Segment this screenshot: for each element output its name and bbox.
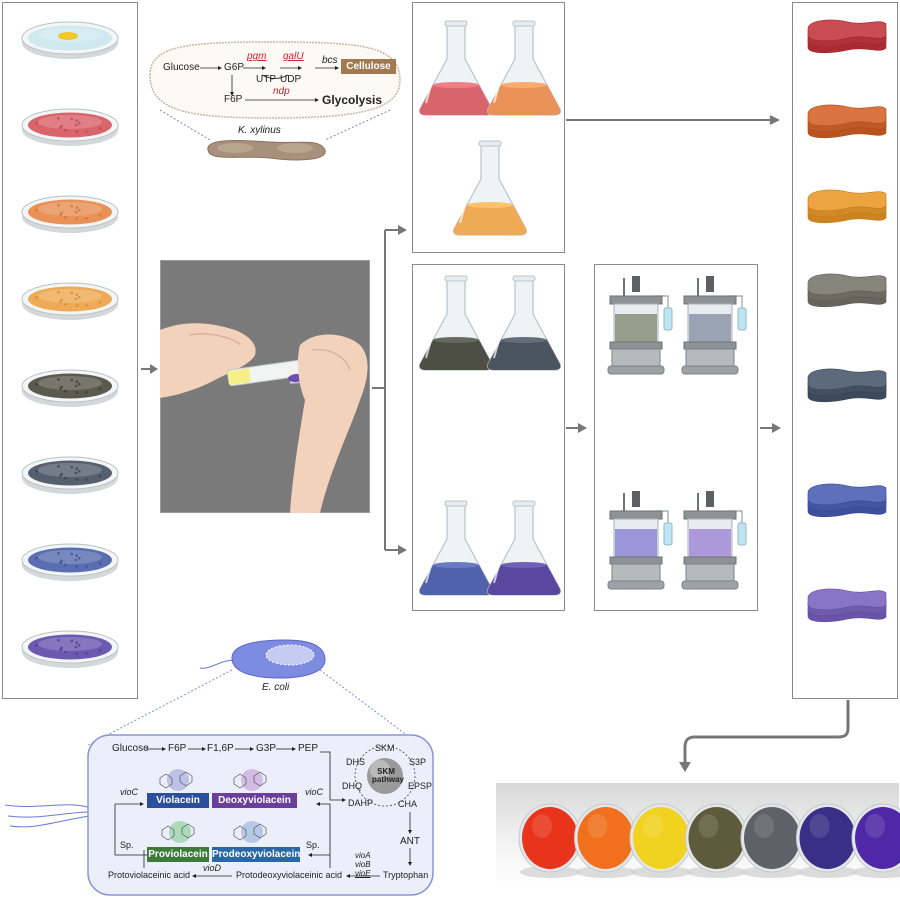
film-stack bbox=[807, 19, 887, 54]
photo-dish bbox=[796, 803, 859, 878]
film-stack bbox=[807, 104, 887, 139]
ec-glucose: Glucose bbox=[112, 743, 149, 754]
kx-bcs: bcs bbox=[322, 55, 338, 66]
ec-s3p: S3P bbox=[409, 757, 427, 767]
bioreactor bbox=[681, 276, 747, 375]
violacein-label: Violacein bbox=[156, 795, 200, 806]
erlenmeyer-flask bbox=[487, 500, 561, 596]
erlenmeyer-flask bbox=[487, 20, 561, 116]
kx-pgm: pgm bbox=[247, 51, 267, 62]
ec-skm: SKM bbox=[375, 743, 395, 753]
kx-cellulose-label: Cellulose bbox=[346, 61, 391, 72]
kx-f6p: F6P bbox=[224, 94, 243, 105]
ec-sp-left: Sp. bbox=[120, 840, 134, 850]
ec-sp-right: Sp. bbox=[306, 840, 320, 850]
photo-dish bbox=[518, 803, 582, 878]
proviolacein-label: Proviolacein bbox=[148, 849, 208, 860]
petri-dish bbox=[21, 282, 119, 320]
kx-glycolysis: Glycolysis bbox=[322, 93, 383, 107]
ec-dhs: DHS bbox=[346, 757, 366, 767]
film-stack bbox=[807, 189, 887, 224]
petri-dish bbox=[21, 543, 119, 581]
photo-dish bbox=[740, 803, 804, 878]
ec-f16p: F1,6P bbox=[207, 743, 234, 754]
bioreactor bbox=[607, 491, 673, 590]
film-stack bbox=[807, 483, 887, 518]
ec-protoviolaceinic: Protoviolaceinic acid bbox=[108, 870, 191, 880]
ec-g3p: G3P bbox=[256, 743, 277, 754]
erlenmeyer-flask bbox=[453, 140, 527, 236]
ecoli-organism-label: E. coli bbox=[262, 682, 290, 693]
petri-dish bbox=[21, 630, 119, 668]
erlenmeyer-flask bbox=[487, 275, 561, 371]
ec-viod: vioD bbox=[203, 863, 222, 873]
kx-g6p: G6P bbox=[224, 62, 245, 73]
petri-dish bbox=[21, 108, 119, 146]
proviolacein-box bbox=[147, 847, 209, 862]
kx-utp: UTP bbox=[256, 74, 276, 85]
ec-protodeoxyviolaceinic: Protodeoxyviolaceinic acid bbox=[236, 870, 343, 880]
ec-epsp: EPSP bbox=[408, 781, 433, 791]
kx-organism-label: K. xylinus bbox=[238, 125, 281, 136]
ec-vioa: vioA bbox=[355, 851, 371, 860]
deoxyviolacein-label: Deoxyviolacein bbox=[218, 795, 291, 806]
ec-tryptophan: Tryptophan bbox=[383, 870, 429, 880]
ec-vioe: vioE bbox=[355, 869, 371, 878]
photo-dish bbox=[685, 803, 748, 878]
violacein-box bbox=[147, 793, 209, 808]
kx-galu: galU bbox=[283, 51, 304, 62]
kx-udp: UDP bbox=[280, 74, 302, 85]
petri-dish bbox=[21, 369, 119, 407]
ec-cha: CHA bbox=[398, 799, 418, 809]
kx-cellulose-box bbox=[341, 59, 396, 74]
petri-dish bbox=[21, 21, 119, 59]
bioreactor bbox=[681, 491, 747, 590]
ec-pep: PEP bbox=[298, 743, 319, 754]
ec-dahp: DAHP bbox=[348, 798, 374, 808]
film-stack bbox=[807, 368, 887, 403]
erlenmeyer-flask bbox=[419, 275, 493, 371]
ec-vioc-right: vioC bbox=[305, 787, 324, 797]
flask-panel-bottom bbox=[412, 264, 565, 611]
prodeoxyviolacein-label: Prodeoxyviolacein bbox=[212, 849, 301, 860]
deoxyviolacein-box bbox=[212, 793, 297, 808]
petri-dish bbox=[21, 195, 119, 233]
erlenmeyer-flask bbox=[419, 500, 493, 596]
ec-viob: vioB bbox=[355, 860, 371, 869]
photo-dish bbox=[574, 803, 637, 878]
erlenmeyer-flask bbox=[419, 20, 493, 116]
photo-dish bbox=[851, 803, 900, 878]
ec-f6p: F6P bbox=[168, 743, 187, 754]
ec-ant: ANT bbox=[400, 836, 420, 847]
bioreactor bbox=[607, 276, 673, 375]
petri-dish bbox=[21, 456, 119, 494]
film-stack bbox=[807, 273, 887, 308]
film-stack bbox=[807, 588, 887, 623]
kx-glucose: Glucose bbox=[163, 62, 200, 73]
prodeoxyviolacein-box bbox=[212, 847, 300, 862]
ec-dhq: DHQ bbox=[342, 781, 362, 791]
kx-ndp: ndp bbox=[273, 86, 290, 97]
ec-skm-pathway: SKM pathway bbox=[372, 767, 405, 784]
ec-vioc-left: vioC bbox=[120, 787, 139, 797]
